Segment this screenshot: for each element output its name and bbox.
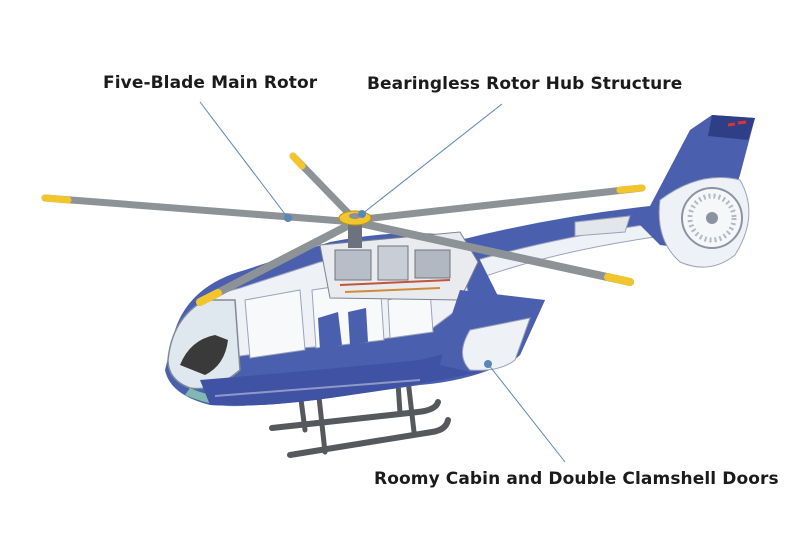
callout-rotor-hub: Bearingless Rotor Hub Structure	[367, 74, 682, 94]
leader-dot	[484, 360, 492, 368]
leader-dot	[358, 210, 366, 218]
tail-fin	[640, 115, 755, 267]
leader-dot	[284, 214, 292, 222]
callout-main-rotor: Five-Blade Main Rotor	[103, 73, 317, 93]
callout-cabin-doors: Roomy Cabin and Double Clamshell Doors	[374, 469, 779, 489]
